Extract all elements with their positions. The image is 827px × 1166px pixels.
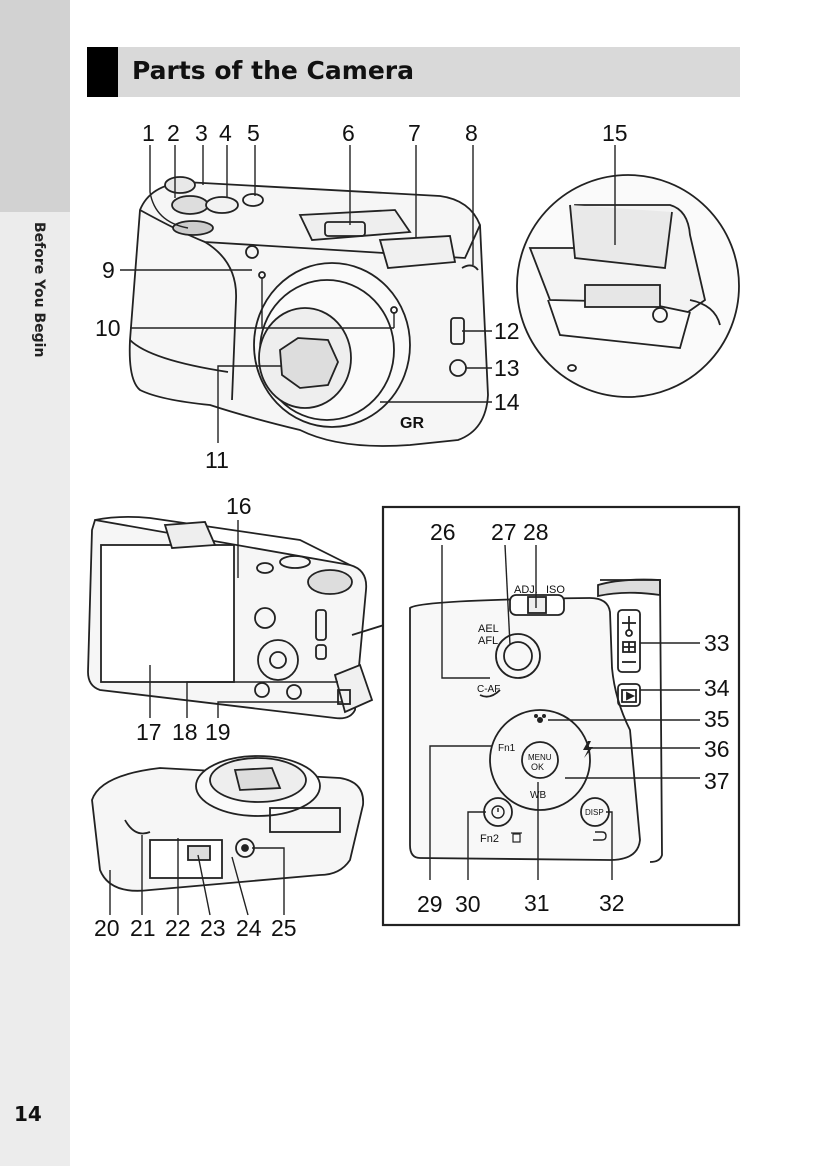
callout-3: 3 — [195, 120, 208, 146]
flash-icon — [583, 741, 593, 758]
adj-label: ADJ. — [514, 584, 538, 596]
callout-13: 13 — [494, 355, 520, 381]
control-labels: ADJ. ISO AEL AFL C-AF MENU OK WB Fn1 Fn2… — [400, 415, 607, 845]
callout-27: 27 — [491, 519, 517, 545]
menu-label: MENU — [528, 753, 552, 762]
callout-4: 4 — [219, 120, 232, 146]
self-timer-icon — [491, 805, 505, 819]
title-marker — [87, 47, 118, 97]
brand-logo: GR — [400, 415, 424, 432]
callout-31: 31 — [524, 890, 550, 916]
fn2-label: Fn2 — [480, 833, 499, 845]
callout-29: 29 — [417, 891, 443, 917]
callout-20: 20 — [94, 915, 120, 941]
callout-23: 23 — [200, 915, 226, 941]
ok-label: OK — [531, 762, 544, 772]
fn1-label: Fn1 — [498, 743, 516, 754]
callout-35: 35 — [704, 706, 730, 732]
page-number: 14 — [14, 1102, 42, 1126]
afl-label: AFL — [478, 635, 498, 647]
card-door-inset — [516, 174, 740, 398]
callout-1: 1 — [142, 120, 155, 146]
callout-6: 6 — [342, 120, 355, 146]
callout-9: 9 — [102, 257, 115, 283]
ael-label: AEL — [478, 623, 499, 635]
callout-17: 17 — [136, 719, 162, 745]
macro-icon — [534, 714, 546, 723]
side-tab-highlight — [0, 0, 70, 212]
callout-11: 11 — [205, 447, 229, 473]
callout-5: 5 — [247, 120, 260, 146]
callout-8: 8 — [465, 120, 478, 146]
callout-22: 22 — [165, 915, 191, 941]
callout-numbers: 1 2 3 4 5 6 7 8 9 10 11 12 13 14 15 16 1… — [94, 120, 730, 941]
callout-24: 24 — [236, 915, 262, 941]
callout-12: 12 — [494, 318, 520, 344]
callout-33: 33 — [704, 630, 730, 656]
callout-10: 10 — [95, 315, 121, 341]
callout-30: 30 — [455, 891, 481, 917]
callout-16: 16 — [226, 493, 252, 519]
callout-7: 7 — [408, 120, 421, 146]
trash-icon — [511, 832, 522, 843]
callout-2: 2 — [167, 120, 180, 146]
callout-36: 36 — [704, 736, 730, 762]
iso-label: ISO — [546, 584, 565, 596]
leader-lines — [109, 145, 700, 916]
callout-21: 21 — [130, 915, 156, 941]
camera-rear-figure — [87, 515, 385, 720]
caf-label: C-AF — [477, 684, 500, 695]
callout-37: 37 — [704, 768, 730, 794]
camera-bottom-figure — [91, 755, 364, 892]
title-bar: Parts of the Camera — [87, 47, 740, 97]
rear-controls-detail — [381, 505, 741, 927]
page-title: Parts of the Camera — [132, 56, 414, 85]
callout-18: 18 — [172, 719, 198, 745]
callout-25: 25 — [271, 915, 297, 941]
callout-26: 26 — [430, 519, 456, 545]
callout-19: 19 — [205, 719, 231, 745]
callout-32: 32 — [599, 890, 625, 916]
return-icon — [593, 831, 607, 841]
callout-28: 28 — [523, 519, 549, 545]
wb-label: WB — [530, 790, 546, 801]
callout-15: 15 — [602, 120, 628, 146]
disp-label: DISP — [585, 808, 604, 817]
camera-front-figure — [128, 176, 489, 447]
callout-14: 14 — [494, 389, 520, 415]
callout-34: 34 — [704, 675, 730, 701]
